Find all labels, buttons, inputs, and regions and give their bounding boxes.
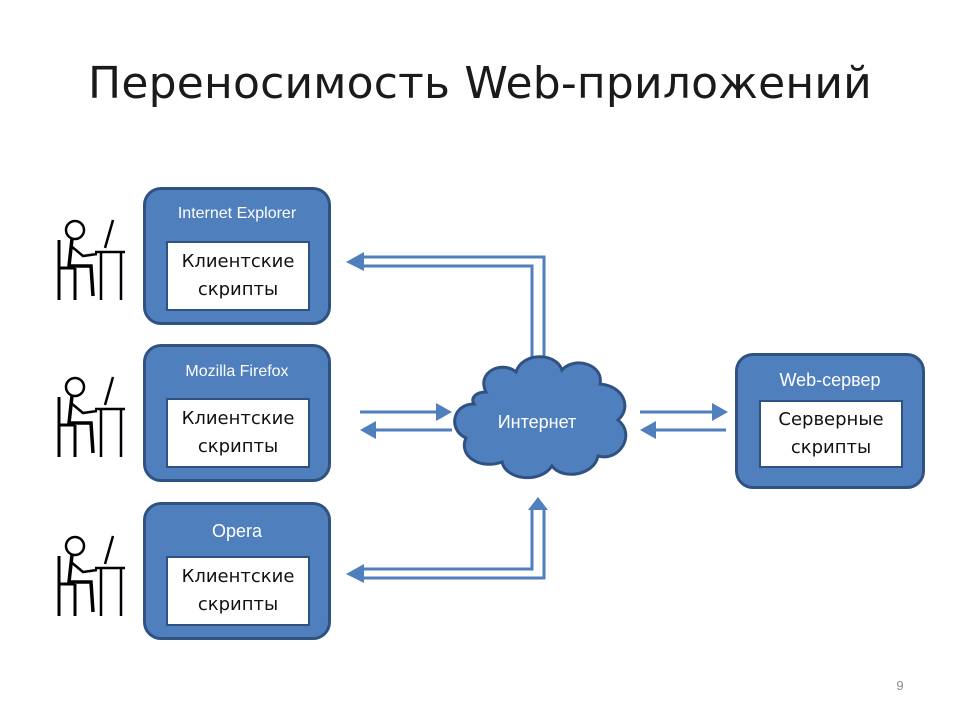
- user-icon-1: [57, 218, 127, 302]
- page-number: 9: [896, 678, 904, 693]
- arrow-ie-internet: [346, 252, 548, 374]
- internet-cloud-icon: [453, 355, 628, 480]
- browser-name: Opera: [211, 521, 263, 541]
- client-scripts-box: Клиентские скрипты: [166, 241, 310, 311]
- browser-box-opera: Opera Клиентские скрипты: [143, 502, 331, 640]
- client-scripts-box: Клиентские скрипты: [166, 398, 310, 468]
- server-scripts-box: Серверные скрипты: [759, 400, 903, 468]
- client-scripts-label: Клиентские скрипты: [181, 251, 295, 300]
- client-scripts-box: Клиентские скрипты: [166, 556, 310, 626]
- arrow-firefox-internet: [360, 403, 452, 439]
- server-scripts-label: Серверные скрипты: [778, 409, 884, 458]
- client-scripts-label: Клиентские скрипты: [181, 566, 295, 615]
- arrow-internet-server: [640, 403, 728, 439]
- web-server-box: Web-сервер Серверные скрипты: [735, 353, 925, 489]
- browser-name: Mozilla Firefox: [185, 363, 289, 380]
- user-icon-3: [57, 534, 127, 618]
- browser-box-mozilla-firefox: Mozilla Firefox Клиентские скрипты: [143, 344, 331, 482]
- browser-box-internet-explorer: Internet Explorer Клиентские скрипты: [143, 187, 331, 325]
- arrow-opera-internet: [346, 497, 548, 583]
- user-icon-2: [57, 375, 127, 459]
- browser-name: Internet Explorer: [177, 205, 297, 222]
- slide-title: Переносимость Web-приложений: [88, 58, 872, 109]
- web-server-label: Web-сервер: [779, 370, 881, 390]
- client-scripts-label: Клиентские скрипты: [181, 408, 295, 457]
- internet-label: Интернет: [497, 412, 577, 432]
